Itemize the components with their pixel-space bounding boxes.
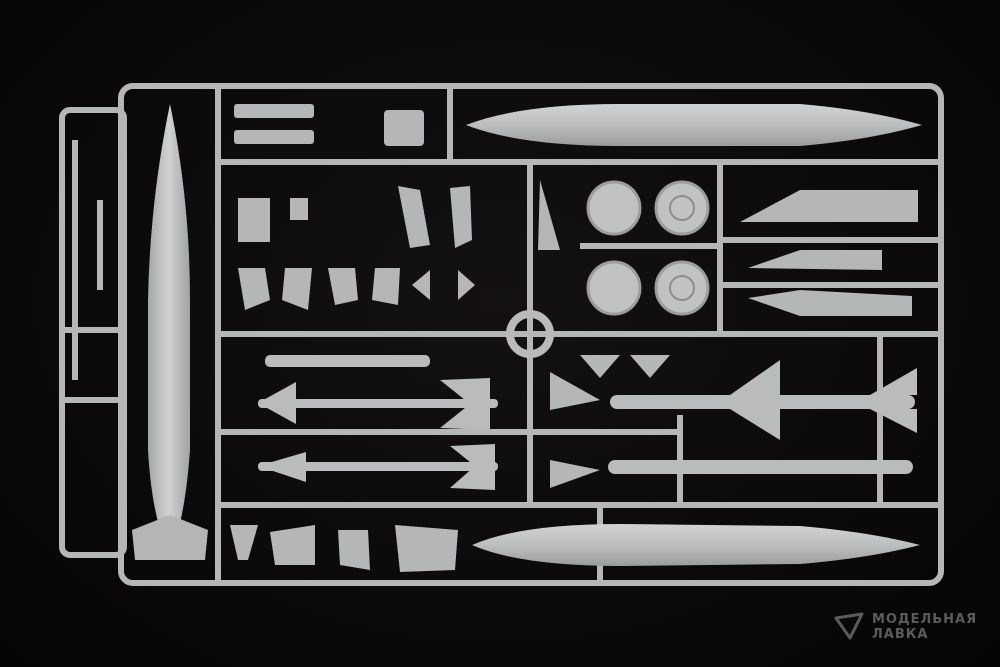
watermark-line1: МОДЕЛЬНАЯ xyxy=(872,612,978,627)
small-parts xyxy=(230,104,918,572)
missiles xyxy=(258,355,917,490)
watermark: МОДЕЛЬНАЯ ЛАВКА xyxy=(832,612,977,642)
fuel-tanks xyxy=(132,104,922,566)
wheels xyxy=(586,180,710,316)
sprue-frame xyxy=(59,83,944,586)
sprue-ring xyxy=(506,310,554,358)
logo-icon xyxy=(834,612,864,640)
watermark-line2: ЛАВКА xyxy=(872,627,929,642)
